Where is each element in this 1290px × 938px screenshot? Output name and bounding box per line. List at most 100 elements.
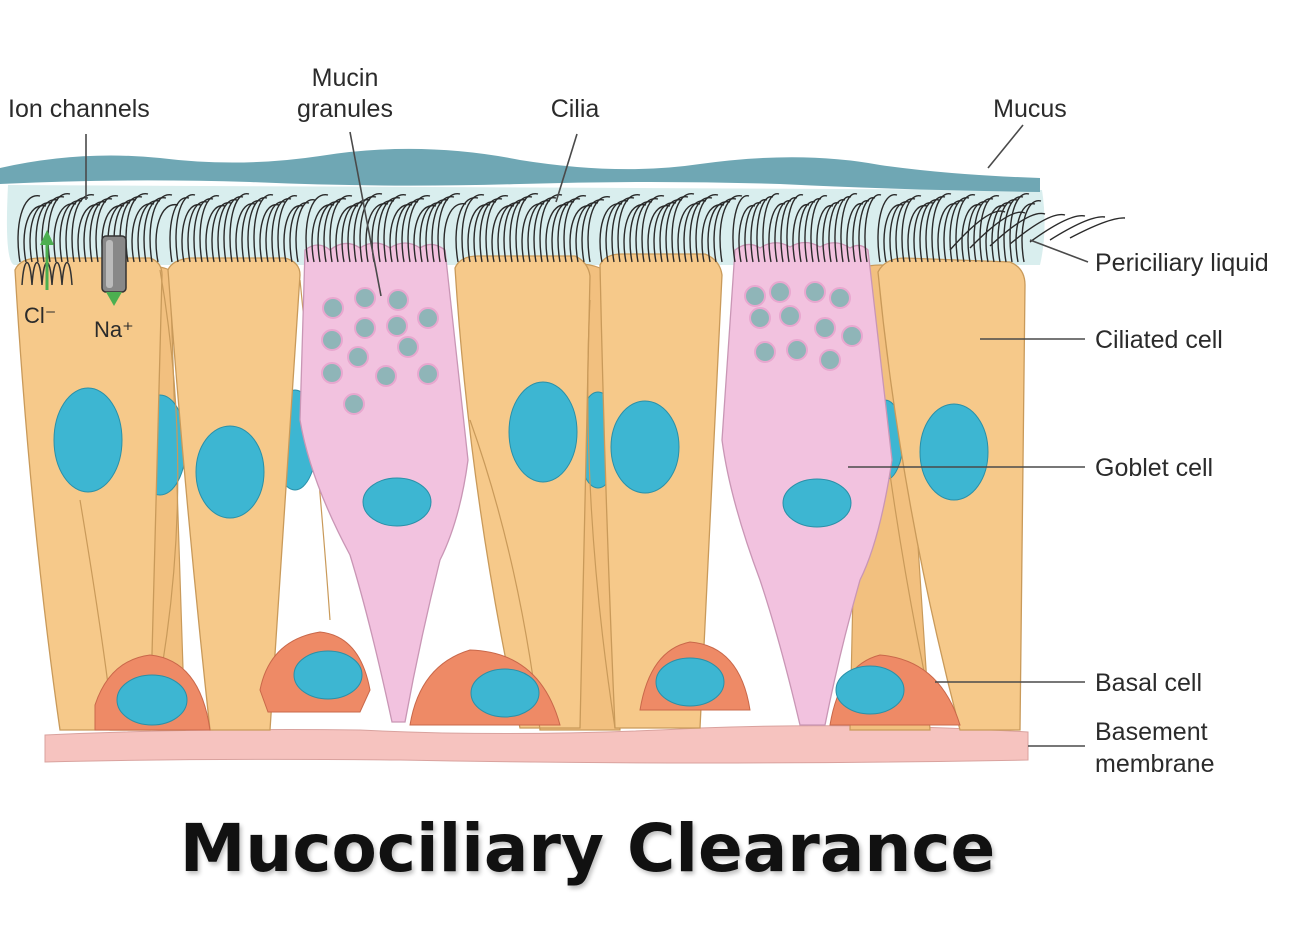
nucleus: [53, 387, 123, 493]
mucin-label-line1: Mucin: [312, 64, 379, 92]
cilium: [295, 199, 316, 263]
cilium: [587, 196, 611, 263]
cilium: [792, 204, 810, 263]
cilium: [750, 199, 768, 263]
cilium: [997, 199, 1018, 263]
cilium: [1009, 213, 1066, 245]
basement-membrane: [44, 725, 1029, 764]
basement-label-line2: membrane: [1095, 750, 1215, 778]
cilium: [834, 196, 852, 263]
cilium: [732, 195, 750, 263]
sodium-label: Na⁺: [94, 317, 134, 342]
cilium: [989, 212, 1046, 247]
nucleus: [919, 403, 989, 501]
cilium: [744, 202, 762, 263]
cilium: [895, 198, 916, 263]
mucus-layer: [0, 148, 1040, 192]
mucin-granules-left: [321, 287, 439, 415]
periciliary-liquid-label: Periciliary liquid: [1095, 249, 1269, 277]
cilium: [846, 203, 864, 263]
cilium: [931, 193, 952, 263]
nucleus: [116, 674, 188, 726]
basement-label-line1: Basement: [1095, 718, 1208, 746]
cilium: [253, 194, 274, 263]
nucleus: [362, 477, 432, 527]
mucin-granules-right: [744, 281, 863, 371]
cilium: [71, 194, 95, 263]
cilium: [47, 193, 71, 263]
mucin-granules-leader: [349, 131, 382, 297]
cilium: [852, 200, 870, 263]
cilia-leader: [555, 133, 578, 203]
cilium: [919, 199, 940, 263]
cilium: [798, 201, 816, 263]
cilium: [175, 194, 196, 263]
chloride-label: Cl⁻: [24, 303, 56, 328]
cilium: [786, 194, 804, 263]
cilium: [671, 193, 695, 263]
cilium: [816, 205, 834, 263]
cell-boundary: [587, 299, 616, 729]
nucleus: [470, 668, 540, 718]
cilium: [1029, 215, 1086, 243]
nucleus: [655, 657, 725, 707]
cilium: [265, 201, 286, 263]
ion-channel: Cl⁻ Na⁺: [21, 230, 134, 342]
cilium: [780, 197, 798, 263]
ciliated-cell-label: Ciliated cell: [1095, 326, 1223, 354]
cilium: [485, 195, 509, 263]
cilium: [756, 196, 774, 263]
cilium: [563, 195, 587, 263]
cilium: [271, 198, 292, 263]
nucleus: [835, 665, 905, 715]
cilium: [461, 194, 485, 263]
cilium: [695, 194, 719, 263]
cilium: [967, 201, 988, 263]
cilium: [95, 195, 119, 263]
nucleus: [195, 425, 265, 519]
cilium: [949, 210, 1006, 251]
cilium: [229, 193, 250, 263]
cilium: [383, 194, 407, 263]
cilium: [539, 194, 563, 263]
ciliated-cell: [454, 255, 591, 729]
cilium: [762, 193, 780, 263]
cilium: [17, 195, 41, 263]
sodium-channel: [101, 235, 127, 293]
periciliary-liquid-leader: [1029, 239, 1089, 263]
cilium: [738, 205, 756, 263]
mucus-label: Mucus: [993, 95, 1067, 123]
cilium: [155, 204, 179, 263]
cilium: [1049, 216, 1106, 241]
cilium: [925, 196, 946, 263]
cilium: [617, 194, 641, 263]
page-title: Mucociliary Clearance: [179, 810, 996, 887]
ciliated-cell: [14, 257, 163, 731]
mucus-leader: [987, 124, 1024, 169]
cilia: [17, 193, 1126, 263]
mucin-label-line2: granules: [297, 95, 393, 123]
cilium: [877, 194, 898, 263]
nucleus: [610, 400, 680, 494]
cilium: [973, 198, 994, 263]
basal-cell-label: Basal cell: [1095, 669, 1202, 697]
cilium: [193, 198, 214, 263]
cilium: [858, 197, 876, 263]
cilium: [1003, 196, 1024, 263]
cilium: [443, 203, 467, 263]
nucleus: [782, 478, 852, 528]
cilium: [187, 201, 208, 263]
cilium: [810, 195, 828, 263]
cilium: [1069, 217, 1126, 239]
cilium: [949, 197, 970, 263]
goblet-cell-label: Goblet cell: [1095, 454, 1213, 482]
cilium: [955, 194, 976, 263]
cilium: [774, 200, 792, 263]
cilium: [969, 211, 1026, 249]
cilium: [864, 194, 882, 263]
cilium: [407, 195, 431, 263]
sodium-channel-highlight: [106, 240, 113, 288]
cilium: [217, 199, 238, 263]
